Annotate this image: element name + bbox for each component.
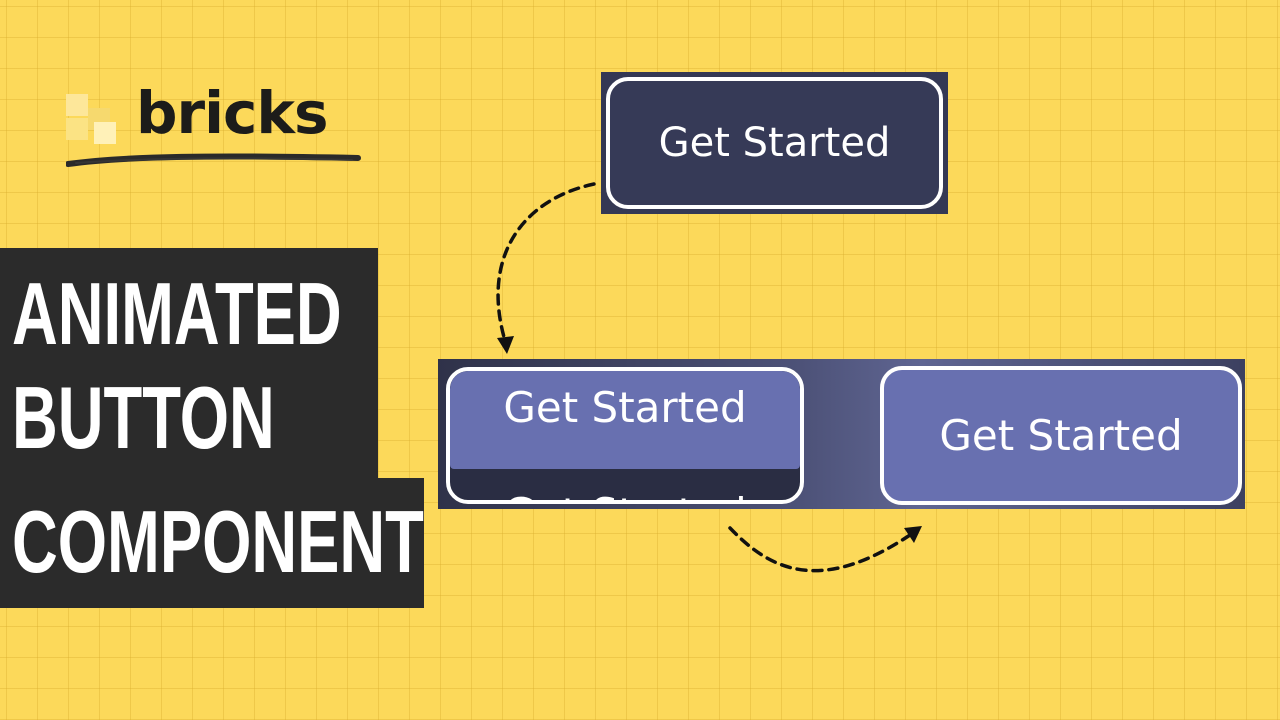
- get-started-button-hover[interactable]: Get Started: [880, 366, 1242, 505]
- get-started-button-transition[interactable]: Get Started Get Started: [446, 367, 804, 504]
- button-label-bottom: Get Started: [450, 489, 800, 500]
- arrow-down-icon: [496, 182, 596, 354]
- button-state-default-panel: Get Started: [601, 72, 948, 214]
- title-line-3: COMPONENT: [12, 492, 424, 591]
- hover-fill: [450, 371, 800, 469]
- get-started-button-default[interactable]: Get Started: [606, 77, 943, 209]
- title-block-bottom: COMPONENT: [0, 478, 424, 608]
- arrow-right-icon: [728, 526, 922, 573]
- brush-underline-icon: [66, 153, 361, 167]
- bricks-logo: bricks: [66, 84, 366, 178]
- button-label: Get Started: [939, 411, 1183, 460]
- title-line-2: BUTTON: [12, 368, 275, 467]
- button-label-top: Get Started: [503, 383, 747, 432]
- button-label: Get Started: [658, 120, 891, 166]
- logo-mark-icon: [66, 94, 120, 144]
- title-line-1: ANIMATED: [12, 264, 342, 363]
- logo-wordmark: bricks: [136, 79, 328, 147]
- button-state-transition-panel: Get Started Get Started Get Started: [438, 359, 1245, 509]
- title-block-top: ANIMATED BUTTON: [0, 248, 378, 478]
